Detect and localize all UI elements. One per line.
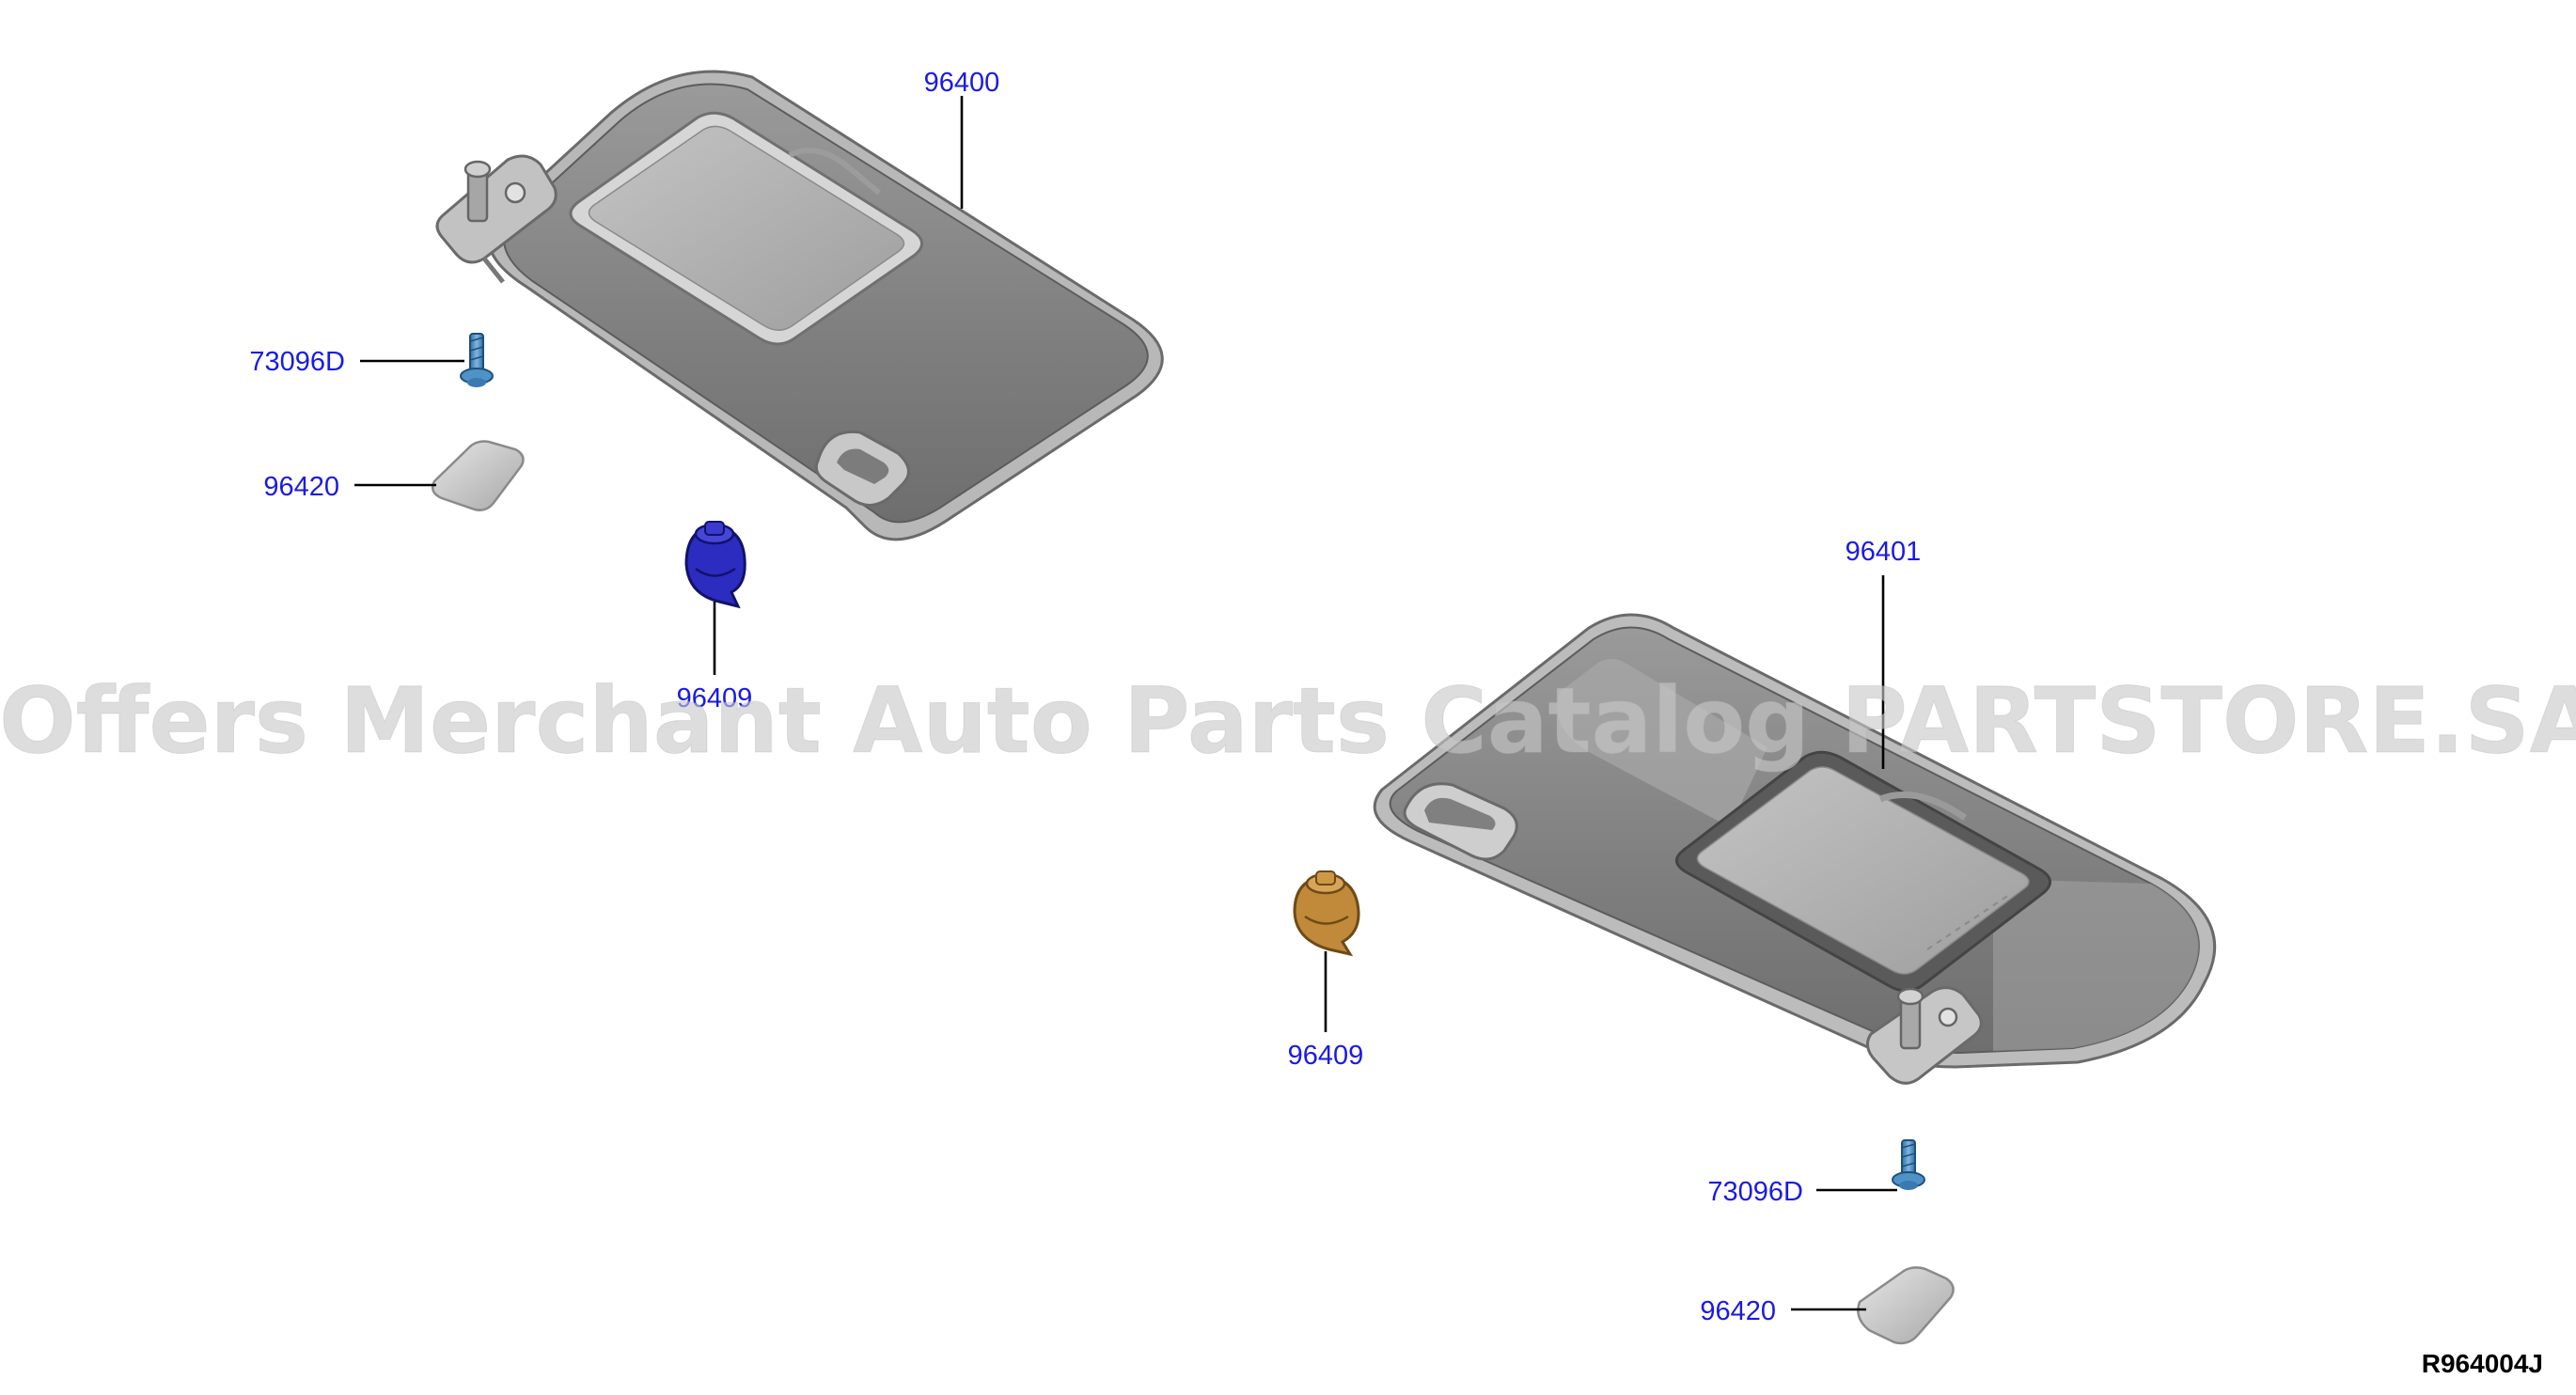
visor-left-flap <box>788 148 881 196</box>
sun-visor-right[interactable] <box>1373 613 2217 1085</box>
callout-screw-left[interactable]: 73096D <box>249 347 345 377</box>
callout-clip-right[interactable]: 96409 <box>1288 1041 1364 1071</box>
visor-right-pivot-bracket <box>1866 986 1983 1085</box>
visor-right-rear-panel <box>1557 658 1767 827</box>
visor-right-hook-inner <box>1424 797 1496 830</box>
diagram-code: R964004J <box>2422 1349 2543 1378</box>
visor-right-mirror <box>1696 766 2030 975</box>
visor-left-pivot-bracket <box>435 154 558 284</box>
callout-visor-right[interactable]: 96401 <box>1846 537 1922 567</box>
visor-left-hook-inner <box>837 448 889 484</box>
clip-left[interactable] <box>684 521 746 609</box>
cover-right[interactable] <box>1857 1266 1955 1345</box>
visor-right-end <box>1993 879 2199 1051</box>
callout-cover-right[interactable]: 96420 <box>1700 1296 1776 1326</box>
clip-right[interactable] <box>1293 870 1360 957</box>
visor-left-mirror <box>588 125 905 331</box>
callout-cover-left[interactable]: 96420 <box>263 472 339 502</box>
screw-right[interactable] <box>1892 1139 1925 1190</box>
cover-left[interactable] <box>432 440 525 511</box>
callout-clip-left[interactable]: 96409 <box>677 683 753 713</box>
screw-left[interactable] <box>460 333 494 387</box>
sun-visor-left[interactable] <box>435 70 1164 541</box>
visor-right-flap <box>1878 792 1968 821</box>
watermark-text: Offers Merchant Auto Parts Catalog PARTS… <box>0 668 2576 774</box>
callout-visor-left[interactable]: 96400 <box>924 68 1000 98</box>
callout-screw-right[interactable]: 73096D <box>1707 1177 1803 1207</box>
